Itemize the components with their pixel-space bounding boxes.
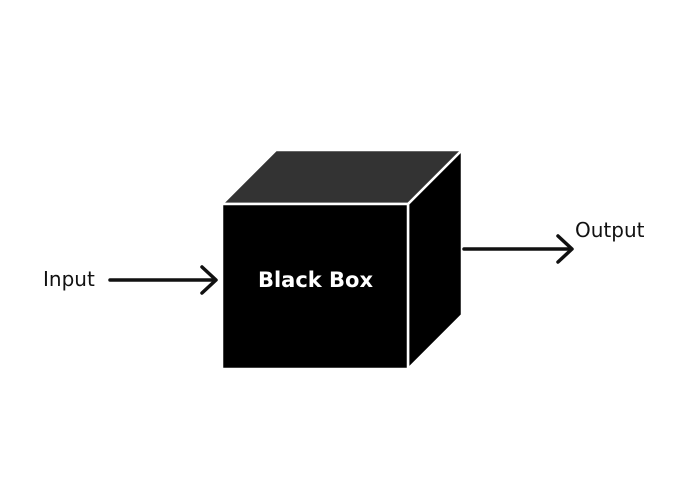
black-box-label: Black Box — [257, 268, 374, 292]
output-label: Output — [575, 218, 645, 242]
output-arrow — [462, 234, 574, 264]
input-arrow — [108, 265, 218, 295]
cube-front-face — [220, 202, 410, 371]
input-label: Input — [43, 267, 95, 291]
